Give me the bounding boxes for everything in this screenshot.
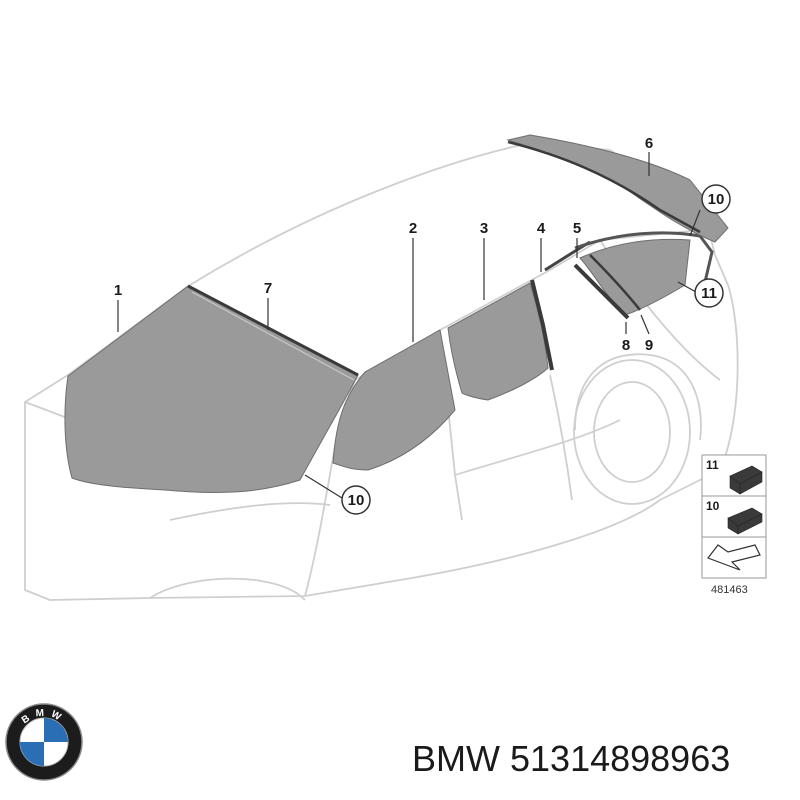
legend-box: 11 10 481463 xyxy=(701,454,767,596)
callout-10-bottom-circle xyxy=(341,485,371,515)
quarter-window-frame-outer xyxy=(574,231,714,283)
callout-4: 4 xyxy=(537,220,546,237)
bmw-logo: BMW xyxy=(5,703,83,781)
callout-1: 1 xyxy=(114,282,122,299)
leader-lines xyxy=(117,152,701,499)
seal-strip-11-icon xyxy=(729,465,763,495)
windshield-upper-seal-inner xyxy=(191,291,355,381)
quarter-window-seal-8 xyxy=(573,263,630,320)
quarter-window-seal-9 xyxy=(589,254,641,311)
callout-7: 7 xyxy=(264,280,272,297)
callout-5: 5 xyxy=(573,220,581,237)
windshield-glass xyxy=(64,285,359,494)
rear-door-seal xyxy=(530,279,554,371)
legend-row2-label: 10 xyxy=(706,499,720,513)
callout-10-bottom: 10 xyxy=(348,492,365,509)
legend-row1-label: 11 xyxy=(706,458,719,472)
callout-9: 9 xyxy=(645,337,653,354)
callout-2: 2 xyxy=(409,220,417,237)
seal-strip-10-icon xyxy=(727,507,763,535)
callout-11: 11 xyxy=(701,285,717,302)
rear-window-seal xyxy=(507,140,701,234)
callout-10-top: 10 xyxy=(708,191,725,208)
arrow-note-icon xyxy=(707,544,761,571)
callout-6: 6 xyxy=(645,135,653,152)
part-caption: BMW 51314898963 xyxy=(412,738,730,780)
callout-3: 3 xyxy=(480,220,488,237)
front-door-glass xyxy=(332,329,456,471)
callout-10-top-circle xyxy=(701,184,731,214)
callout-8: 8 xyxy=(622,337,630,354)
quarter-window-glass xyxy=(579,238,691,316)
callout-11-circle xyxy=(694,278,724,308)
windshield-upper-seal xyxy=(187,284,359,377)
rear-door-glass xyxy=(447,282,549,401)
legend-reference: 481463 xyxy=(711,584,748,596)
car-body-outline xyxy=(24,142,739,601)
brand-name: BMW xyxy=(412,738,500,779)
part-number: 51314898963 xyxy=(510,738,731,779)
